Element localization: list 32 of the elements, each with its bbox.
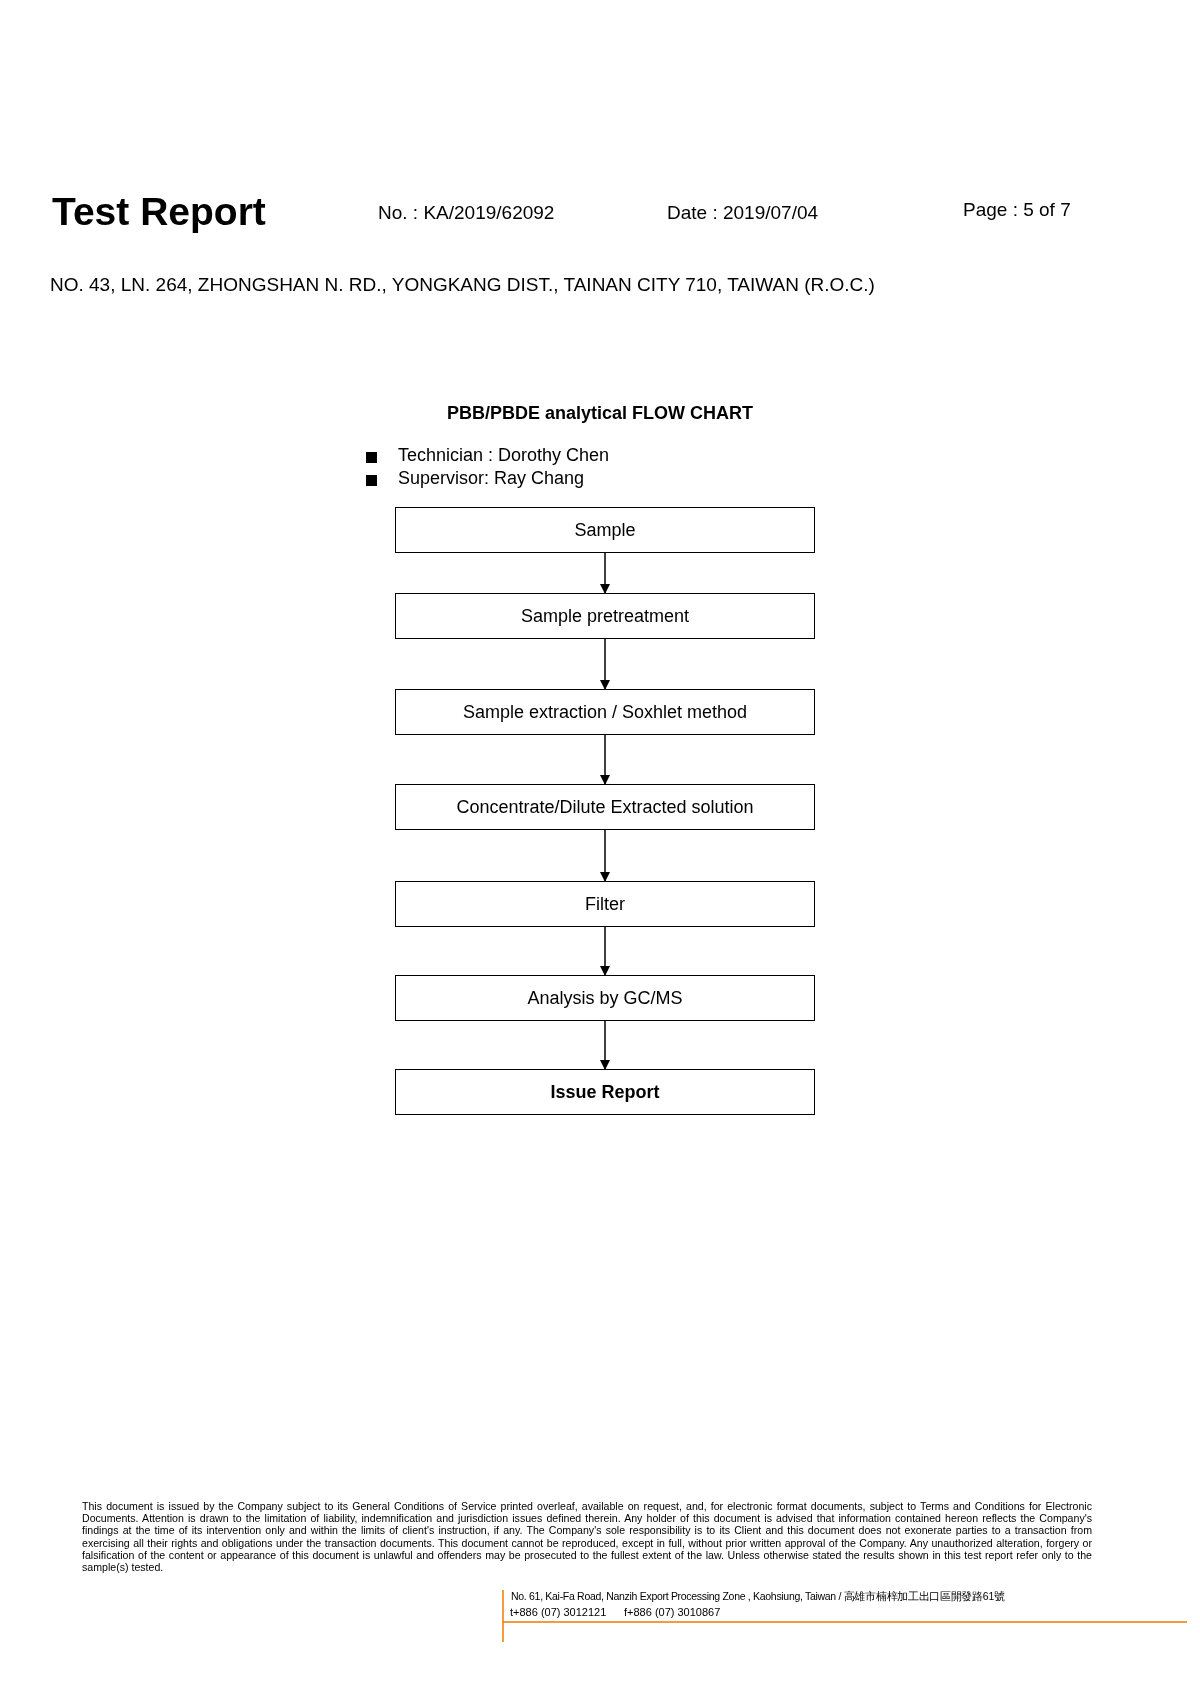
process-box (395, 507, 815, 553)
step-text: Sample pretreatment (520, 605, 690, 627)
report-title: Test Report (52, 190, 266, 234)
step-text: Sample (574, 519, 636, 541)
step-text: Analysis by GC/MS (527, 987, 683, 1009)
office-address: No. 61, Kai-Fa Road, Nanzih Export Processing Zone , Kaohsiung, Taiwan / 高雄市楠梓加工出口區開發路61號 (511, 1590, 1005, 1604)
chart-title: PBB/PBDE analytical FLOW CHART (445, 403, 754, 424)
report-date: Date : 2019/07/04 (667, 202, 819, 224)
technician-name: Technician : Dorothy Chen (398, 445, 610, 466)
process-box (395, 881, 815, 927)
client-address: NO. 43, LN. 264, ZHONGSHAN N. RD., YONGKANG DIST., TAINAN CITY 710, TAIWAN (R.O.C.) (50, 274, 875, 296)
step-text: Issue Report (550, 1081, 660, 1103)
arrow (600, 1020, 610, 1070)
arrow (600, 926, 610, 976)
page-number: Page : 5 of 7 (963, 199, 1071, 221)
disclaimer-text: This document is issued by the Company subject to its General Conditions of Service printed overleaf, available on request, and, for electronic format documents, subject to Terms and Conditions for Electronic Documents. Attention is drawn to the limitation of liability, indemnification and jurisdiction issues defined therein. Any holder of this document is advised that information contained hereon reflects the Company's findings at the time of its intervention only and within the limits of client's instruction, if any. The Company's sole responsibility is to its Client and this document does not exonerate parties to a transaction from exercising all their rights and obligations under the transaction documents. This document cannot be reproduced, except in full, without prior written approval of the Company. Any unauthorized alteration, forgery or falsification of the content or appearance of this document is unlawful and offenders may be prosecuted to the fullest extent of the law. Unless otherwise stated the results shown in this test report refer only to the sample(s) tested. (82, 1500, 1092, 1574)
arrow (600, 734, 610, 785)
arrow (600, 552, 610, 594)
arrow (600, 829, 610, 882)
process-box (395, 593, 815, 639)
arrow (600, 638, 610, 690)
supervisor-name: Supervisor: Ray Chang (398, 468, 585, 489)
step-text: Filter (585, 893, 625, 915)
step-text: Concentrate/Dilute Extracted solution (456, 796, 754, 818)
process-box (395, 975, 815, 1021)
report-number: No. : KA/2019/62092 (378, 202, 555, 224)
step-text: Sample extraction / Soxhlet method (462, 701, 748, 723)
fax-number: f+886 (07) 3010867 (624, 1606, 721, 1618)
process-box (395, 1069, 815, 1115)
process-box (395, 689, 815, 735)
process-box (395, 784, 815, 830)
telephone-number: t+886 (07) 3012121 (510, 1606, 607, 1618)
